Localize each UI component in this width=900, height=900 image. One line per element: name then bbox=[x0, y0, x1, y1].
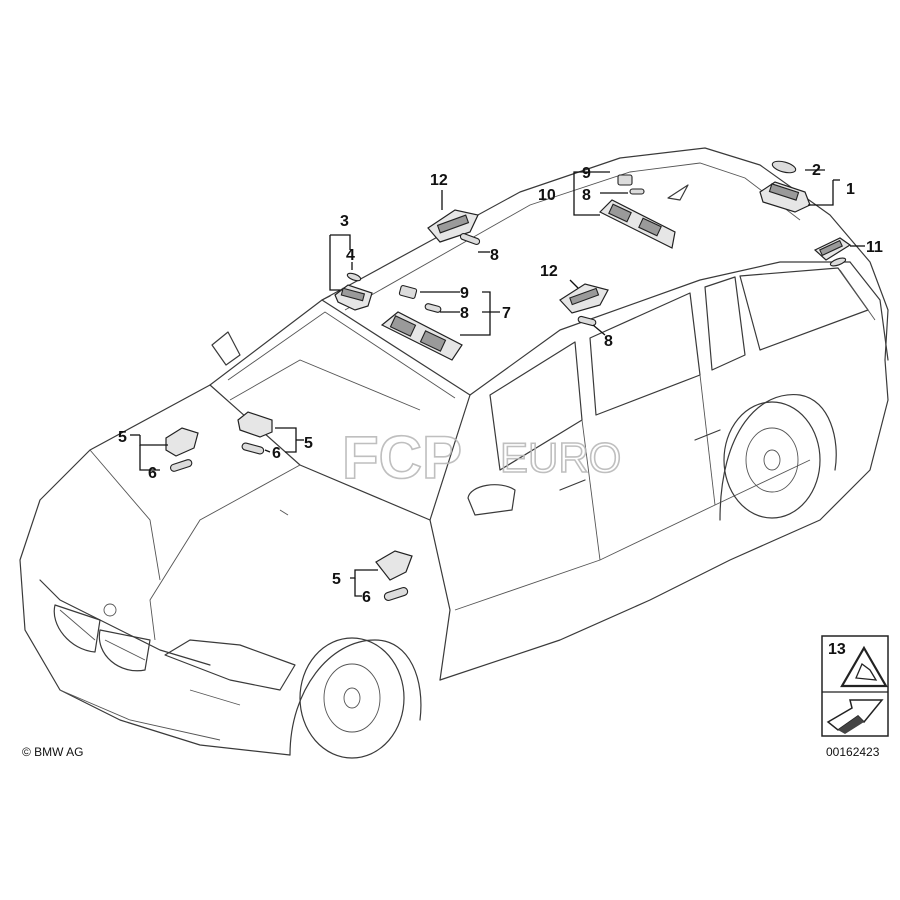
part-8-bulb-a bbox=[459, 233, 481, 245]
part-6-bulb-center bbox=[241, 442, 265, 455]
part-9-bulb-socket-mid bbox=[398, 284, 418, 300]
callout-8-lower: 8 bbox=[604, 333, 613, 350]
diagram-number: 00162423 bbox=[826, 745, 880, 759]
callout-11: 11 bbox=[866, 239, 883, 256]
callout-labels: 2 1 11 12 8 9 8 10 3 4 9 8 7 12 8 5 6 5 … bbox=[118, 162, 883, 606]
callout-4: 4 bbox=[346, 247, 355, 264]
callout-5-center: 5 bbox=[304, 435, 313, 452]
callout-8-upper: 8 bbox=[490, 247, 499, 264]
arrow-icon bbox=[826, 699, 884, 734]
callout-2: 2 bbox=[812, 162, 821, 179]
car-outline bbox=[19, 147, 889, 759]
callout-5-left: 5 bbox=[118, 429, 127, 446]
part-1-rear-roof-light bbox=[759, 181, 811, 213]
copyright-text: © BMW AG bbox=[22, 745, 84, 759]
warning-triangle-icon bbox=[840, 645, 888, 688]
callout-13: 13 bbox=[828, 641, 846, 658]
part-12-upper-light bbox=[427, 209, 479, 243]
part-6-bulb-left bbox=[169, 459, 193, 472]
part-8-bulb-lower bbox=[577, 315, 597, 327]
part-8-bulb-mid bbox=[424, 303, 442, 313]
item-13-box: 13 bbox=[821, 635, 889, 737]
part-3-front-roof-light bbox=[334, 284, 373, 311]
callout-9-mid: 9 bbox=[460, 285, 469, 302]
part-2-lens bbox=[771, 160, 797, 174]
watermark-sub: EURO bbox=[500, 434, 621, 481]
part-10-roof-light-assembly bbox=[598, 199, 676, 249]
fcp-euro-watermark: FCP EURO bbox=[341, 423, 622, 492]
callout-10: 10 bbox=[538, 187, 556, 204]
part-12-lower-light bbox=[559, 283, 609, 314]
callout-6-center: 6 bbox=[272, 445, 281, 462]
part-5-light-lower bbox=[375, 550, 413, 581]
callout-8-roof: 8 bbox=[582, 187, 591, 204]
part-7-roof-console bbox=[380, 311, 463, 361]
callout-12-upper: 12 bbox=[430, 172, 448, 189]
part-6-bulb-lower bbox=[383, 586, 409, 602]
leader-lines bbox=[130, 169, 865, 597]
part-11-rear-lamp bbox=[813, 237, 852, 267]
callout-7: 7 bbox=[502, 305, 511, 322]
callout-8-mid: 8 bbox=[460, 305, 469, 322]
part-8-bulb-upper bbox=[629, 188, 645, 195]
callout-5-lower: 5 bbox=[332, 571, 341, 588]
callout-12-lower: 12 bbox=[540, 263, 558, 280]
callout-1: 1 bbox=[846, 181, 855, 198]
part-5-light-center bbox=[237, 411, 273, 438]
callout-3: 3 bbox=[340, 213, 349, 230]
callout-6-left: 6 bbox=[148, 465, 157, 482]
part-4-lens bbox=[346, 272, 362, 282]
watermark-main: FCP bbox=[342, 424, 462, 491]
part-9-bulb-socket-upper bbox=[617, 174, 633, 186]
callout-9-upper: 9 bbox=[582, 165, 591, 182]
callout-6-lower: 6 bbox=[362, 589, 371, 606]
part-5-light-left bbox=[165, 427, 199, 457]
